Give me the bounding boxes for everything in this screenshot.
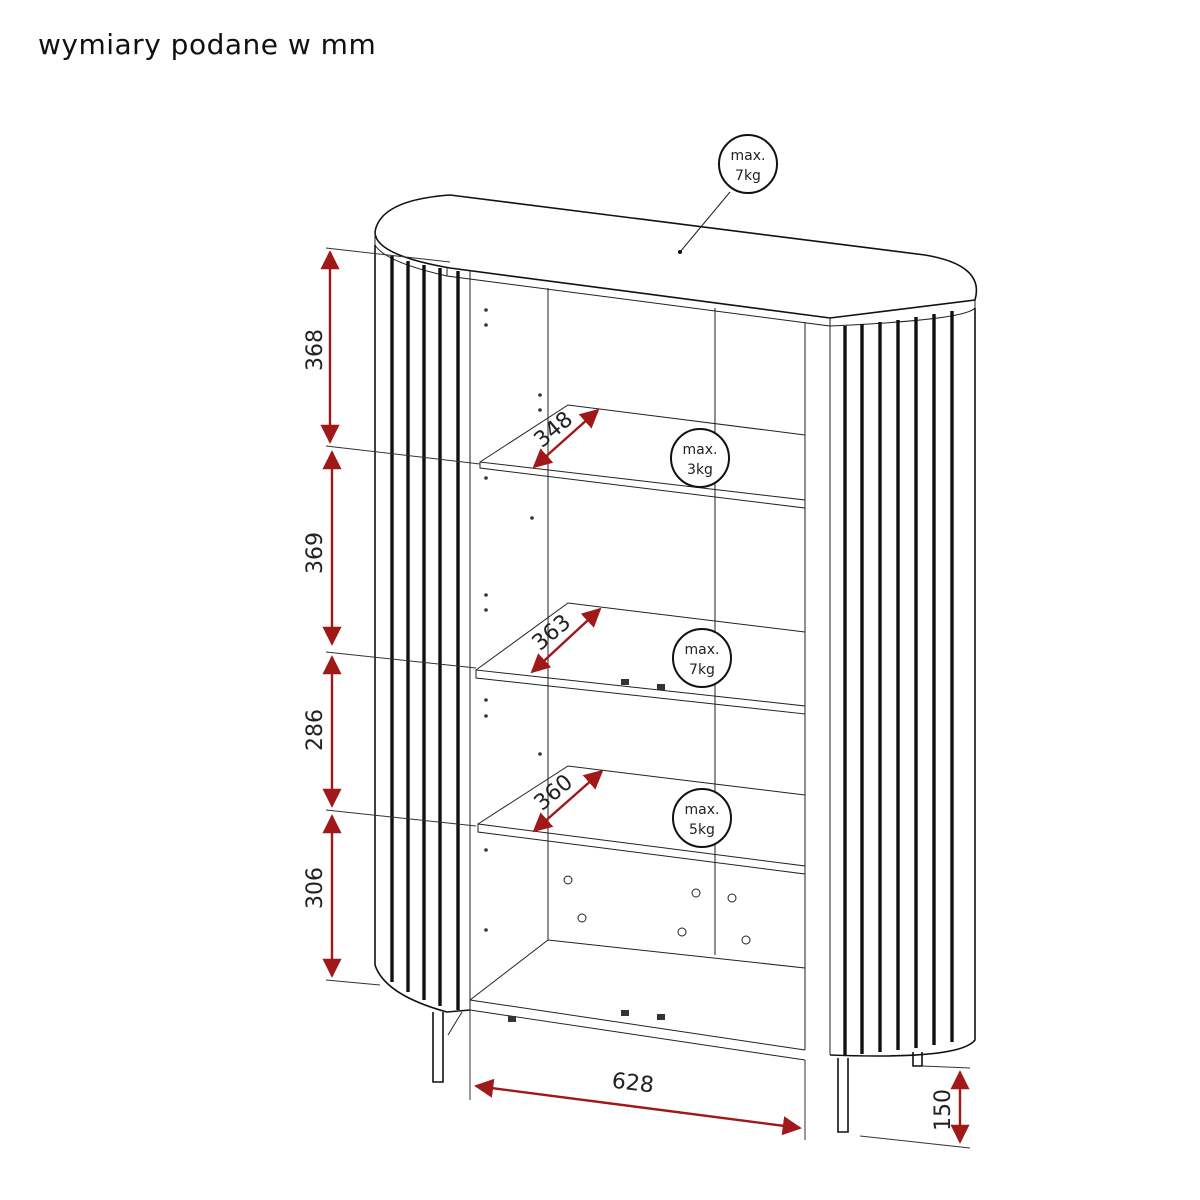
back-holes xyxy=(563,875,751,945)
dim-628: 628 xyxy=(610,1069,655,1099)
dim-286: 286 xyxy=(303,709,328,751)
dim-363: 363 xyxy=(528,610,576,656)
legs xyxy=(432,1011,923,1133)
dimension-labels: 368 369 286 306 150 628 348 363 360 xyxy=(303,329,956,1131)
badge-shelf-3-label: max. xyxy=(685,802,720,818)
load-badge-top: max. 7kg xyxy=(678,134,778,254)
load-badge-shelf-2: max. 7kg xyxy=(672,628,732,688)
dim-150: 150 xyxy=(931,1089,956,1131)
badge-top-value: 7kg xyxy=(735,168,761,184)
load-badge-shelf-1: max. 3kg xyxy=(670,428,730,488)
dimension-lines xyxy=(320,250,970,1144)
left-slats xyxy=(390,256,460,1010)
badge-shelf-2-value: 7kg xyxy=(689,662,715,678)
dim-368: 368 xyxy=(303,329,328,371)
dim-306: 306 xyxy=(303,867,328,909)
badge-top-label: max. xyxy=(731,148,766,164)
load-badge-shelf-3: max. 5kg xyxy=(672,788,732,848)
dim-360: 360 xyxy=(530,770,578,816)
dim-369: 369 xyxy=(303,532,328,574)
badge-shelf-1-value: 3kg xyxy=(687,462,713,478)
badge-shelf-2-label: max. xyxy=(685,642,720,658)
shelf-pin-holes xyxy=(484,308,542,932)
right-slats xyxy=(843,311,954,1055)
badge-shelf-3-value: 5kg xyxy=(689,822,715,838)
extension-lines xyxy=(325,247,971,1149)
bottom-caps xyxy=(508,679,665,1022)
badge-shelf-1-label: max. xyxy=(683,442,718,458)
units-caption: wymiary podane w mm xyxy=(38,28,377,61)
dim-348: 348 xyxy=(530,407,578,453)
